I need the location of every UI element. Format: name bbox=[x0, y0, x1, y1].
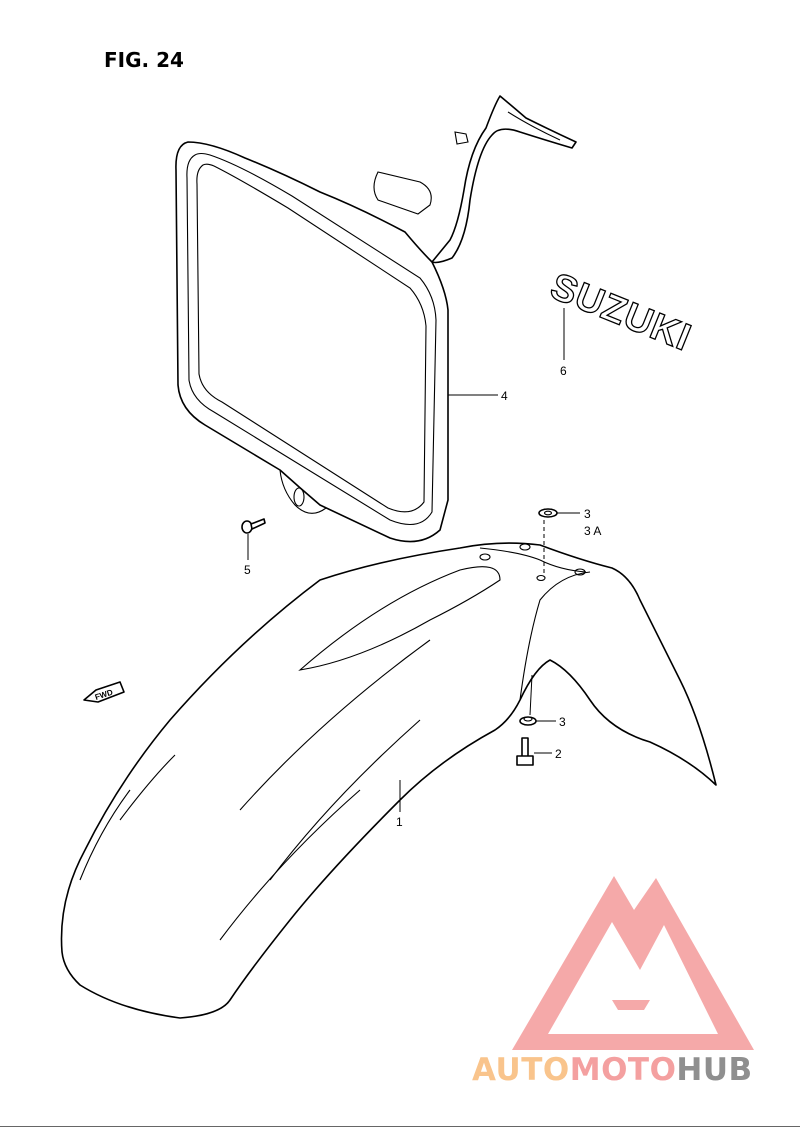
callout-3-lower: 3 bbox=[559, 715, 566, 729]
callout-4: 4 bbox=[501, 389, 508, 403]
bolt-2 bbox=[516, 737, 534, 766]
suzuki-decal-text: SUZUKI bbox=[545, 265, 697, 359]
watermark-text: AUTOMOTOHUB bbox=[472, 1052, 753, 1088]
watermark-moto: MOTO bbox=[569, 1052, 677, 1088]
washer-3-top bbox=[538, 508, 558, 518]
watermark-auto: AUTO bbox=[472, 1052, 570, 1088]
front-fender bbox=[60, 542, 717, 1019]
suzuki-decal: SUZUKI bbox=[544, 265, 698, 360]
callout-labels: 1 2 3 3 A 3 4 5 6 bbox=[244, 364, 601, 829]
screw-5 bbox=[241, 518, 266, 534]
callout-5: 5 bbox=[244, 563, 251, 577]
fwd-direction-marker: FWD bbox=[83, 681, 125, 703]
callout-3-top: 3 bbox=[584, 507, 591, 521]
figure-title: FIG. 24 bbox=[104, 48, 184, 72]
leader-lines bbox=[247, 308, 580, 812]
number-plate bbox=[175, 95, 577, 543]
callout-6: 6 bbox=[560, 364, 567, 378]
washer-3-lower bbox=[519, 716, 537, 726]
page-bottom-edge bbox=[0, 1126, 800, 1134]
callout-2: 2 bbox=[555, 747, 562, 761]
callout-1: 1 bbox=[396, 815, 403, 829]
watermark-hub: HUB bbox=[676, 1052, 753, 1088]
automotohub-logo bbox=[512, 876, 754, 1050]
callout-3a: 3 A bbox=[584, 524, 601, 538]
